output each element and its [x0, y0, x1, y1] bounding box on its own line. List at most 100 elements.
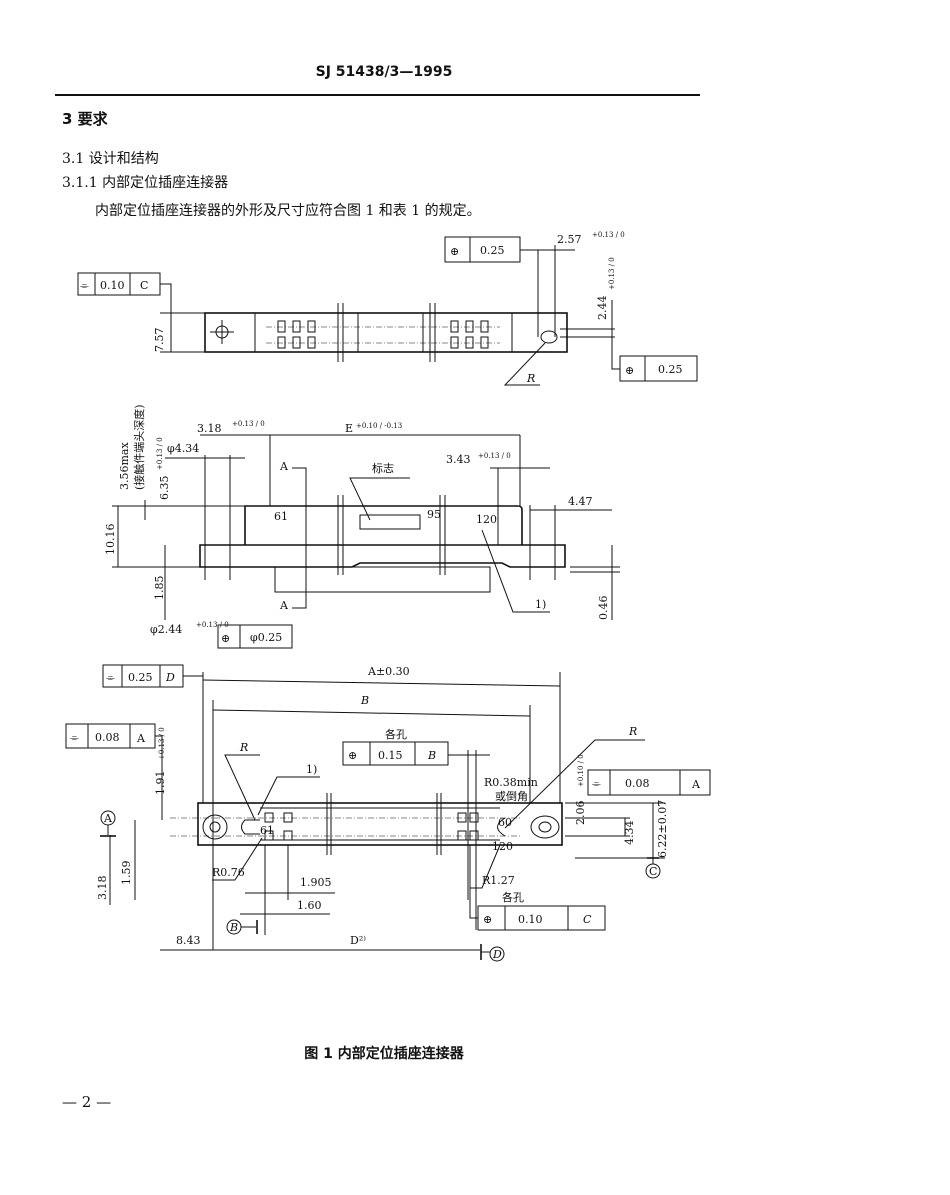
fcf-position-top: ⊕ 0.25 [444, 236, 521, 263]
dimension-label: 1.60 [297, 899, 322, 912]
drawing-line [504, 739, 645, 829]
drawing-line [450, 336, 459, 349]
drawing-line [480, 336, 489, 349]
dimension-label: 61 [260, 824, 274, 837]
dimension-label: 1.85 [153, 576, 166, 601]
dimension-label: 95 [427, 508, 441, 521]
dimension-label: A [103, 812, 113, 825]
bottom-body-outline [197, 802, 563, 846]
drawing-line [283, 812, 293, 823]
drawing-line [292, 336, 301, 349]
dimension-label: 3.18 [197, 422, 222, 435]
dimension-label: E [345, 422, 353, 435]
drawing-line [209, 821, 221, 833]
position-symbol-icon: ⊕ [483, 913, 492, 926]
dimension-label: φ2.44 [150, 623, 182, 636]
figure-caption: 图 1 内部定位插座连接器 [304, 1046, 464, 1062]
datum-b-symbol: B [226, 919, 258, 935]
side-body-pins [274, 566, 491, 593]
subsection-heading: 3.1 设计和结构 [62, 151, 159, 167]
drawing-line [241, 819, 260, 835]
fcf-flatness-d: ⌯ 0.25 D [102, 664, 184, 688]
dimension-label: R0.38min [484, 776, 538, 789]
dimension-label: 1.91 [154, 771, 167, 796]
dimension-label: +0.13 / 0 [608, 257, 616, 290]
dimension-label: 120 [476, 513, 497, 526]
drawing-line [277, 336, 286, 349]
contact-pins-left [277, 320, 316, 349]
drawing-line [202, 679, 561, 687]
drawing-line [538, 821, 552, 833]
dimension-label: 4.34 [623, 821, 636, 846]
dimension-label: 7.57 [153, 328, 166, 353]
drawing-line [160, 283, 172, 313]
dimension-label: R [239, 741, 248, 754]
position-symbol-icon: ⊕ [625, 364, 634, 377]
dimension-label: B [360, 694, 369, 707]
drawing-line [465, 320, 474, 333]
page-number: — 2 — [62, 1093, 112, 1111]
body-paragraph: 内部定位插座连接器的外形及尺寸应符合图 1 和表 1 的规定。 [95, 203, 481, 219]
standard-number-header: SJ 51438/3—1995 [315, 64, 453, 80]
dimension-label: R [526, 372, 535, 385]
drawing-line [283, 830, 293, 841]
dimension-label: A [691, 778, 701, 791]
drawing-line [457, 830, 467, 841]
side-view: 3.18 +0.13 / 0 E +0.10 / -0.13 3.56max (… [104, 404, 620, 649]
dimension-label: B [229, 921, 238, 934]
drawing-line [349, 477, 410, 521]
dimension-label: A±0.30 [367, 665, 410, 678]
dimension-label: +0.13 / 0 [478, 452, 511, 460]
flatness-symbol-icon: ⌯ [80, 279, 89, 292]
dimension-label: C [583, 913, 592, 926]
bottom-view: ⌯ 0.25 D A±0.30 B ⌯ 0.08 A 1.91 +0.13 / … [65, 664, 711, 962]
drawing-line [257, 776, 320, 816]
dimension-label: +0.13 / 0 [232, 420, 265, 428]
flatness-symbol-icon: ⌯ [592, 777, 601, 790]
drawing-line [264, 830, 274, 841]
fcf-flatness-a-right: ⌯ 0.08 A [587, 769, 711, 796]
fcf-flatness-c: ⌯ 0.10 C [77, 272, 161, 296]
drawing-line [489, 946, 505, 962]
dimension-label: +0.13 / 0 [592, 231, 625, 239]
drawing-line [450, 320, 459, 333]
drawing-line [264, 812, 274, 823]
drawing-line [307, 320, 316, 333]
dimension-label: 3.18 [96, 876, 109, 901]
fcf-flatness-a-left: ⌯ 0.08 A [65, 723, 156, 749]
dimension-label: 1.905 [300, 876, 332, 889]
drawing-line [292, 467, 307, 609]
dimension-label: 0.10 [518, 913, 543, 926]
flatness-symbol-icon: ⌯ [70, 731, 79, 744]
drawing-line [277, 320, 286, 333]
dimension-label: C [649, 865, 657, 878]
dimension-label: C [140, 279, 148, 292]
drawing-line [477, 905, 606, 931]
dimension-label: 各孔 [385, 727, 407, 741]
drawing-line [645, 863, 661, 879]
dimension-label: 1) [535, 598, 546, 611]
contact-pins-right [450, 320, 489, 349]
top-view: ⌯ 0.10 C 7.57 ⊕ 0.25 2.57 +0.13 / 0 2.44… [77, 231, 698, 386]
dimension-label: 各孔 [502, 890, 524, 904]
dimension-label: φ0.25 [250, 631, 282, 644]
dimension-label: B [427, 749, 436, 762]
dimension-label: +0.10 / -0.13 [356, 422, 402, 430]
section-heading: 3 要求 [62, 110, 108, 128]
drawing-line [469, 830, 479, 841]
drawing-line [470, 844, 501, 889]
dimension-label: D²⁾ [350, 934, 366, 947]
dimension-label: 60 [498, 816, 512, 829]
dimension-label: R1.27 [482, 874, 515, 887]
dimension-label: 3.56max [118, 442, 131, 490]
dimension-label: A [279, 460, 289, 473]
dimension-label: 0.46 [597, 596, 610, 621]
side-body-upper [244, 505, 523, 545]
drawing-line [457, 812, 467, 823]
drawing-line [465, 336, 474, 349]
dimension-label: D [165, 671, 175, 684]
dimension-label: 0.10 [100, 279, 125, 292]
drawing-line [307, 336, 316, 349]
dimension-label: 0.25 [658, 363, 683, 376]
